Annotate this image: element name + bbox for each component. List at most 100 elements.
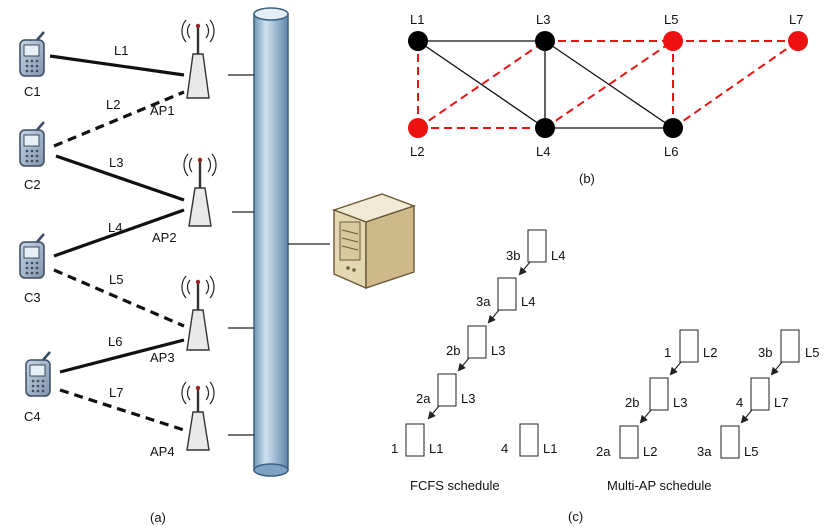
slot-index-1: 1 [391, 441, 398, 456]
edge-l6-l7 [672, 40, 799, 129]
client-c3[interactable]: C3 [19, 233, 45, 305]
slot-index-ma-2b: 2b [625, 395, 639, 410]
link-label-l4: L4 [108, 220, 122, 235]
access-point-icon [181, 19, 215, 99]
panel-c: 3b L4 3a L4 2b L3 2a L3 1 L1 4 L1 FCFS s… [391, 229, 819, 524]
multi-ap-title: Multi-AP schedule [607, 478, 712, 493]
slot-link-4: L1 [543, 441, 557, 456]
node-l4[interactable] [535, 118, 555, 138]
ap-label-ap1: AP1 [150, 103, 175, 118]
node-l7[interactable] [788, 31, 808, 51]
link-label-l3: L3 [109, 155, 123, 170]
graph-nodes [408, 31, 808, 138]
slot-4 [519, 423, 539, 457]
client-label-c2: C2 [24, 177, 41, 192]
slot-link-ma-2a: L2 [643, 444, 657, 459]
slot-index-3b: 3b [506, 248, 520, 263]
ap-label-ap4: AP4 [150, 444, 175, 459]
slot-ma-3a [720, 425, 740, 459]
node-label-l2: L2 [410, 144, 424, 159]
slot-link-ma-3b: L5 [805, 345, 819, 360]
slot-index-2a: 2a [416, 391, 431, 406]
slot-ma-4 [750, 377, 770, 411]
fcfs-schedule: 3b L4 3a L4 2b L3 2a L3 1 L1 4 L1 FCFS s… [391, 229, 565, 493]
link-label-l7: L7 [109, 385, 123, 400]
client-c2[interactable]: C2 [19, 121, 45, 192]
caption-a: (a) [150, 510, 166, 525]
cell-phone-icon [19, 31, 45, 77]
link-l5 [53, 268, 185, 328]
ap-1[interactable]: AP1 [150, 19, 215, 118]
slot-link-ma-2b: L3 [673, 395, 687, 410]
panel-a: L1 L2 L3 L4 L5 L6 L7 C1 C2 [19, 7, 417, 525]
slot-index-ma-1: 1 [664, 345, 671, 360]
slot-ma-2a [619, 425, 639, 459]
slot-link-3a: L4 [521, 294, 535, 309]
link-label-l2: L2 [106, 97, 120, 112]
multi-ap-schedule: 1 L2 2b L3 2a L2 3b L5 4 L7 3a L5 Multi-… [596, 329, 819, 493]
client-label-c3: C3 [24, 290, 41, 305]
ap-2[interactable]: AP2 [152, 153, 217, 245]
cell-phone-icon [19, 233, 45, 279]
slot-link-2b: L3 [491, 343, 505, 358]
edge-l3-l6 [544, 40, 674, 129]
slot-index-ma-3b: 3b [758, 345, 772, 360]
node-label-l1: L1 [410, 12, 424, 27]
server-icon[interactable] [331, 193, 417, 290]
wireless-links [49, 54, 185, 432]
slot-1 [405, 423, 425, 457]
ap-label-ap2: AP2 [152, 230, 177, 245]
panel-b: L1 L3 L5 L7 L2 L4 L6 (b) [408, 12, 808, 186]
caption-c: (c) [568, 509, 583, 524]
slot-ma-2b [649, 377, 669, 411]
link-l3 [55, 154, 185, 202]
slot-link-1: L1 [429, 441, 443, 456]
link-l4 [53, 208, 185, 258]
slot-link-2a: L3 [461, 391, 475, 406]
slot-index-2b: 2b [446, 343, 460, 358]
access-point-icon [183, 153, 217, 227]
slot-index-4: 4 [501, 441, 508, 456]
node-label-l6: L6 [664, 144, 678, 159]
slot-link-3b: L4 [551, 248, 565, 263]
link-l2 [53, 90, 185, 148]
access-point-icon [181, 275, 215, 351]
slot-ma-3b [780, 329, 800, 363]
access-point-icon [181, 381, 215, 451]
graph-edges [417, 40, 799, 129]
slot-link-ma-3a: L5 [744, 444, 758, 459]
fcfs-title: FCFS schedule [410, 478, 500, 493]
slot-2b [467, 325, 487, 359]
node-label-l4: L4 [536, 144, 550, 159]
ap-3[interactable]: AP3 [150, 275, 215, 365]
node-label-l7: L7 [789, 12, 803, 27]
slot-2a [437, 373, 457, 407]
client-c1[interactable]: C1 [19, 31, 45, 99]
ap-4[interactable]: AP4 [150, 381, 215, 459]
node-l2[interactable] [408, 118, 428, 138]
cell-phone-icon [25, 351, 51, 397]
ap-label-ap3: AP3 [150, 350, 175, 365]
node-l1[interactable] [408, 31, 428, 51]
node-l5[interactable] [663, 31, 683, 51]
client-c4[interactable]: C4 [24, 351, 51, 424]
slot-3b [527, 229, 547, 263]
slot-index-ma-2a: 2a [596, 444, 611, 459]
node-label-l3: L3 [536, 12, 550, 27]
edge-l1-l4 [417, 40, 546, 129]
link-label-l1: L1 [114, 43, 128, 58]
client-label-c1: C1 [24, 84, 41, 99]
slot-index-3a: 3a [476, 294, 491, 309]
node-l3[interactable] [535, 31, 555, 51]
slot-index-ma-4: 4 [736, 395, 743, 410]
node-l6[interactable] [663, 118, 683, 138]
slot-link-ma-4: L7 [774, 395, 788, 410]
link-l6 [59, 338, 185, 374]
link-l7 [59, 388, 185, 432]
slot-index-ma-3a: 3a [697, 444, 712, 459]
link-l1 [49, 54, 185, 77]
client-label-c4: C4 [24, 409, 41, 424]
backbone-pipe [253, 7, 289, 477]
node-label-l5: L5 [664, 12, 678, 27]
